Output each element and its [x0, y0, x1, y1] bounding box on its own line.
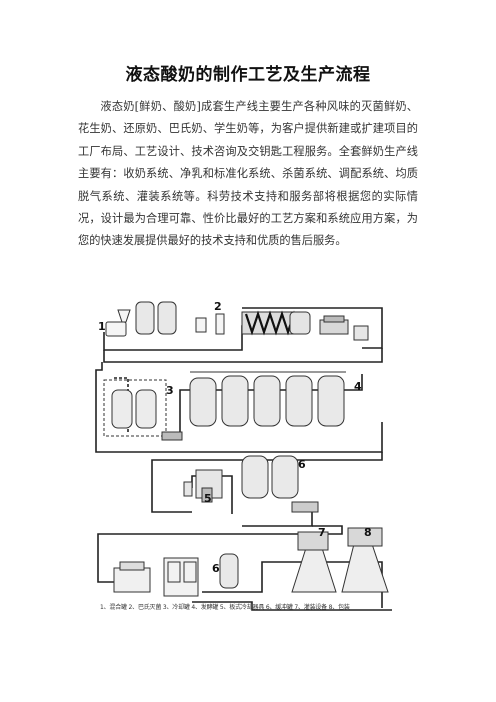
stage-6b-buffer-tank: [219, 553, 239, 589]
stage-8-packaging: [291, 527, 389, 593]
stage-1-mixing: [105, 301, 225, 337]
stage-number-7: 7: [318, 526, 326, 539]
document-title: 液态酸奶的制作工艺及生产流程: [125, 65, 371, 85]
stage-3-cooling-tanks: [103, 379, 183, 441]
stage-number-6: 6: [298, 458, 306, 471]
stage-4-fermentation-tanks: [189, 371, 346, 427]
stage-number-8: 8: [364, 526, 372, 539]
stage-number-1: 1: [98, 320, 106, 333]
production-flow-diagram: 1 2 3 4 5 6 6 7 8: [92, 292, 398, 620]
flow-diagram-svg: 1 2 3 4 5 6 6 7 8: [95, 300, 392, 611]
stage-7-filling: [113, 557, 199, 597]
stage-number-4: 4: [354, 380, 362, 393]
stage-6-buffer-tanks: [241, 455, 319, 513]
stage-2-pasteurizer: [241, 310, 369, 341]
diagram-legend: 1、混合罐 2、巴氏灭菌 3、冷却罐 4、发酵罐 5、板式冷却器具 6、缓冲罐 …: [100, 604, 350, 611]
stage-number-6b: 6: [212, 562, 220, 575]
stage-number-5: 5: [204, 492, 212, 505]
stage-number-2: 2: [214, 300, 222, 313]
intro-paragraph: 液态奶[鲜奶、酸奶]成套生产线主要生产各种风味的灭菌鲜奶、花生奶、还原奶、巴氏奶…: [78, 100, 418, 248]
document-body: 液态奶[鲜奶、酸奶]成套生产线主要生产各种风味的灭菌鲜奶、花生奶、还原奶、巴氏奶…: [78, 96, 418, 253]
stage-5-plate-cooler: [183, 469, 223, 503]
stage-number-3: 3: [166, 384, 174, 397]
